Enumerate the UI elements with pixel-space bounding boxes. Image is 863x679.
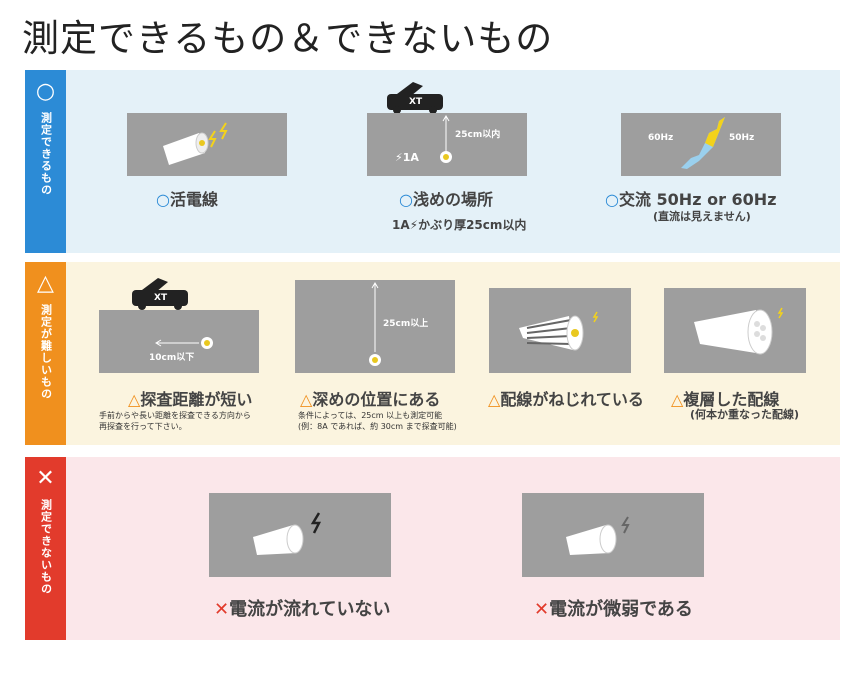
item-caption: ✕電流が流れていない — [214, 599, 391, 620]
triangle-mark-icon: △ — [300, 390, 313, 409]
circle-mark-icon: ○ — [605, 190, 619, 209]
depth-label: 25cm以内 — [455, 130, 501, 140]
item-subcaption: 1A⚡かぶり厚25cm以内 — [392, 218, 527, 232]
section-measurable: ○ 測定できるもの ○活電線 XT — [25, 70, 840, 253]
japan-frequency-map: 60Hz 50Hz — [621, 113, 781, 176]
circle-mark-icon: ○ — [156, 190, 170, 209]
amp-label: ⚡1A — [395, 151, 419, 164]
no-current-image — [209, 493, 391, 577]
item-caption: ✕電流が微弱である — [534, 599, 693, 620]
triangle-mark-icon: △ — [128, 390, 141, 409]
cross-mark-icon: ✕ — [534, 599, 550, 620]
item-caption: △配線がねじれている — [488, 390, 644, 409]
detector-device-icon: XT — [383, 80, 453, 118]
circle-mark-icon: ○ — [399, 190, 413, 209]
twisted-wire-image — [489, 288, 631, 373]
depth-label: 25cm以上 — [383, 319, 429, 329]
item-note: 手前からや長い距離を探査できる方向から — [99, 411, 251, 420]
twisted-cable-icon — [519, 311, 599, 351]
section-label: 測定が難しいもの — [39, 304, 53, 400]
japan-map-icon — [681, 117, 725, 169]
triangle-mark-icon: △ — [671, 390, 684, 409]
triangle-mark-icon: △ — [37, 271, 54, 296]
short-distance-image: 10cm以下 — [99, 310, 259, 373]
circle-mark-icon: ○ — [35, 79, 56, 104]
section-hard-to-measure: △ 測定が難しいもの XT 10cm以下 △探査距離が短い 手前からや長い距離を… — [25, 262, 840, 445]
distance-arrow-icon — [155, 337, 213, 349]
item-subcaption: (直流は見えません) — [653, 210, 751, 223]
section-sidebar: △ 測定が難しいもの — [25, 262, 66, 445]
section-label: 測定できないもの — [39, 499, 53, 595]
depth-arrow-icon — [440, 115, 452, 163]
cable-bolt-icon — [253, 512, 322, 555]
item-note: 条件によっては、25cm 以上も測定可能 — [298, 411, 443, 420]
section-sidebar: ✕ 測定できないもの — [25, 457, 66, 640]
triangle-mark-icon: △ — [488, 390, 501, 409]
device-label: XT — [154, 293, 168, 303]
depth-arrow-icon — [369, 282, 381, 366]
device-label: XT — [409, 97, 423, 107]
section-label: 測定できるもの — [39, 112, 53, 196]
page-title: 測定できるもの＆できないもの — [22, 17, 554, 60]
layered-wire-image — [664, 288, 806, 373]
cable-icon — [163, 122, 228, 165]
detector-device-icon: XT — [128, 276, 198, 314]
cross-mark-icon: ✕ — [214, 599, 230, 620]
layered-cable-icon — [694, 307, 784, 355]
item-caption: △深めの位置にある — [300, 390, 441, 409]
item-caption: △複層した配線 — [671, 390, 780, 409]
distance-label: 10cm以下 — [149, 353, 195, 363]
item-caption: ○浅めの場所 — [399, 190, 493, 209]
west-frequency-label: 60Hz — [648, 133, 674, 143]
shallow-location-image: 25cm以内 ⚡1A — [367, 113, 527, 176]
cross-mark-icon: ✕ — [36, 466, 55, 491]
live-wire-image — [127, 113, 287, 176]
deep-location-image: 25cm以上 — [295, 280, 455, 373]
item-note: (例：8A であれば、約 30cm まで探査可能) — [298, 422, 457, 431]
section-sidebar: ○ 測定できるもの — [25, 70, 66, 253]
item-caption: ○交流 50Hz or 60Hz — [605, 190, 777, 209]
weak-current-image — [522, 493, 704, 577]
item-caption: △探査距離が短い — [128, 390, 253, 409]
section-not-measurable: ✕ 測定できないもの ✕電流が流れていない ✕電流が微弱である — [25, 457, 840, 640]
item-note: 再探査を行って下さい。 — [99, 422, 187, 431]
item-caption: ○活電線 — [156, 190, 218, 209]
cable-weak-bolt-icon — [566, 516, 630, 555]
item-subcaption: (何本か重なった配線) — [690, 408, 800, 421]
east-frequency-label: 50Hz — [729, 133, 755, 143]
